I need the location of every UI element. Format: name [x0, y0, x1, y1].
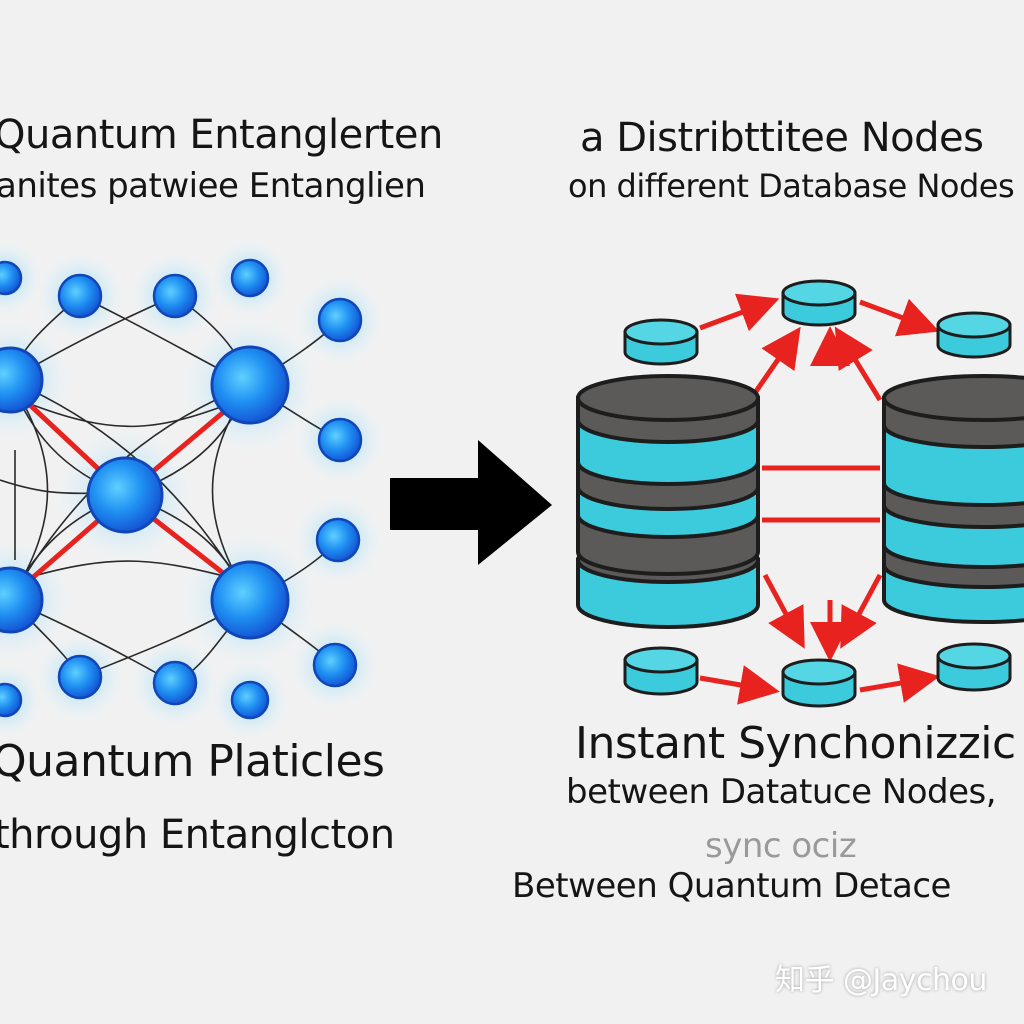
- particle-large: [0, 346, 44, 414]
- particle-small: [0, 260, 23, 296]
- database-node-icon: [936, 311, 1012, 359]
- database-node-icon: [623, 646, 699, 696]
- right-arrow-icon: [390, 440, 552, 565]
- right-panel-subtitle: on different Database Nodes: [568, 167, 1015, 205]
- database-node-icon: [781, 279, 857, 327]
- particle-small: [230, 258, 270, 298]
- left-bottom-label-1: Quantum Platicles: [0, 736, 385, 787]
- particle-small: [152, 660, 198, 706]
- quantum-particle-network: [0, 238, 385, 740]
- particle-small: [315, 517, 361, 563]
- database-icon: [576, 374, 760, 629]
- particle-small: [317, 417, 363, 463]
- right-bottom-label-2: between Datatuce Nodes,: [566, 772, 997, 812]
- particle-large: [0, 566, 44, 634]
- particle-small: [312, 642, 358, 688]
- sync-bars: [762, 465, 880, 523]
- database-node-icon: [781, 658, 857, 708]
- sync-arrows: [699, 293, 940, 705]
- particle-small: [230, 680, 270, 720]
- particle-large: [210, 345, 290, 425]
- right-bottom-label-1: Instant Synchonizzic: [575, 718, 1016, 769]
- particle-small: [0, 682, 23, 718]
- left-panel-title: Quantum Entanglerten: [0, 112, 443, 158]
- particle-large: [86, 456, 164, 534]
- large-particles: [0, 345, 290, 640]
- left-bottom-label-2: through Entanglcton: [0, 812, 395, 858]
- database-node-icon: [623, 318, 699, 366]
- database-network: [576, 279, 1024, 708]
- particle-small: [57, 654, 103, 700]
- right-bottom-label-3: Between Quantum Detace: [512, 866, 951, 906]
- database-icon: [882, 374, 1024, 624]
- particle-small: [152, 273, 198, 319]
- database-nodes: [623, 279, 1012, 708]
- entanglement-red-lines: [27, 402, 235, 583]
- right-faded-label: sync ociz: [705, 826, 857, 866]
- left-panel-subtitle: anites patwiee Entanglien: [0, 166, 426, 206]
- small-particles: [0, 258, 363, 720]
- particle-small: [57, 273, 103, 319]
- right-panel-title: a Distribttitee Nodes: [580, 115, 984, 161]
- watermark: 知乎 @Jaychou: [775, 963, 987, 998]
- particle-large: [210, 560, 290, 640]
- database-node-icon: [936, 642, 1012, 692]
- particle-small: [317, 297, 363, 343]
